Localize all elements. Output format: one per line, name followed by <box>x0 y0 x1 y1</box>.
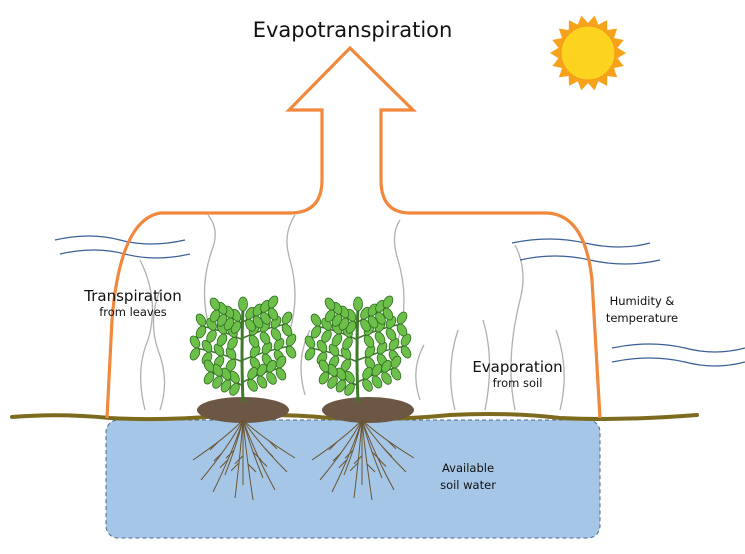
plant-icon <box>189 295 297 403</box>
plant-icon <box>304 295 412 403</box>
evapotranspiration-arrow <box>105 45 602 419</box>
soil-mound <box>197 397 289 423</box>
diagram-title: Evapotranspiration <box>252 18 453 42</box>
evaporation-subtitle: from soil <box>492 376 543 390</box>
roots-right <box>311 419 415 501</box>
soil-water-line-2: soil water <box>440 478 496 492</box>
sun-icon <box>550 15 626 91</box>
evaporation-label: Evaporation from soil <box>460 358 575 390</box>
sun-disc <box>560 25 616 81</box>
humidity-line-2: temperature <box>605 311 679 325</box>
soil-mound <box>322 397 414 423</box>
humidity-label: Humidity & temperature <box>600 293 684 327</box>
soil-water-label: Available soil water <box>425 460 511 494</box>
soil-water-line-1: Available <box>441 461 495 475</box>
roots-left <box>192 419 296 501</box>
ground-line <box>10 412 699 422</box>
evaporation-title: Evaporation <box>472 358 563 376</box>
transpiration-label: Transpiration from leaves <box>72 287 194 319</box>
transpiration-title: Transpiration <box>84 287 182 305</box>
transpiration-subtitle: from leaves <box>99 305 167 319</box>
soil-water-area <box>105 419 601 539</box>
humidity-line-1: Humidity & <box>609 294 675 308</box>
